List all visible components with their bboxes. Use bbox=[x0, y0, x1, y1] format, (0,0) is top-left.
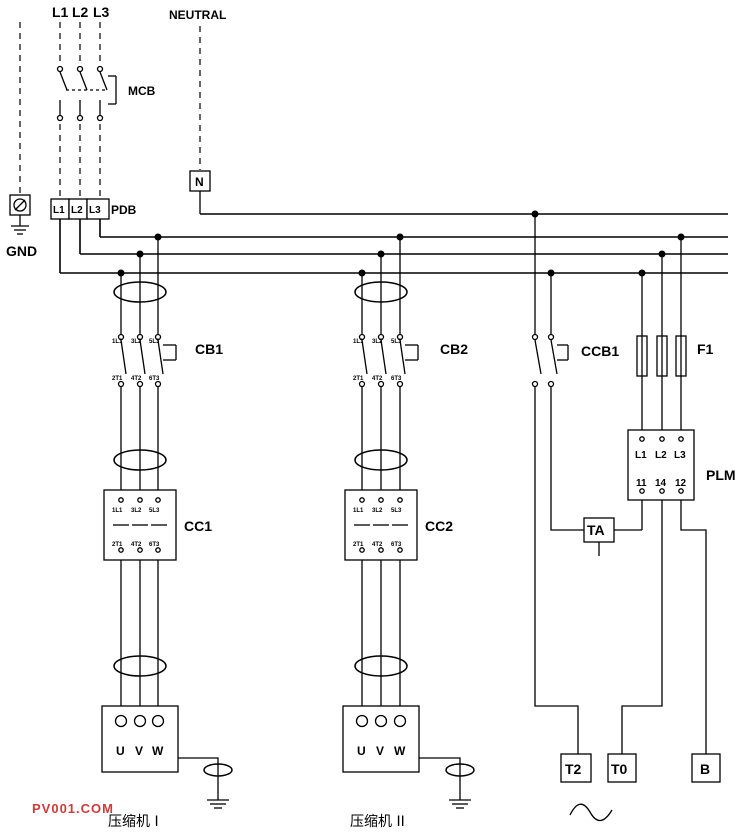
compressor-1-label: 压缩机 I bbox=[108, 814, 159, 830]
cc2-top-3: 5L3 bbox=[391, 508, 402, 514]
cb1-bot-1: 2T1 bbox=[112, 376, 123, 382]
cb1-bot-2: 4T2 bbox=[131, 376, 142, 382]
cb1-top-1: 1L1 bbox=[112, 339, 123, 345]
cb2-bot-3: 6T3 bbox=[391, 376, 402, 382]
pdb-l3-label: L3 bbox=[89, 205, 101, 216]
cc2-bot-2: 4T2 bbox=[372, 542, 383, 548]
motor1-u: U bbox=[116, 744, 125, 758]
cc1-top-1: 1L1 bbox=[112, 508, 123, 514]
cb1-top-2: 3L2 bbox=[131, 339, 142, 345]
cb1-bot-3: 6T3 bbox=[149, 376, 160, 382]
watermark: PV001.COM bbox=[32, 801, 114, 816]
supply-l2-label: L2 bbox=[72, 4, 89, 20]
cc1-bot-2: 4T2 bbox=[131, 542, 142, 548]
cb2-bot-1: 2T1 bbox=[353, 376, 364, 382]
motor1-w: W bbox=[152, 744, 164, 758]
terminal-t0: T0 bbox=[611, 761, 628, 777]
mcb-label: MCB bbox=[128, 84, 156, 98]
cb1-label: CB1 bbox=[195, 341, 223, 357]
motor1-v: V bbox=[135, 744, 143, 758]
cb1-top-3: 5L3 bbox=[149, 339, 160, 345]
ground-label: GND bbox=[6, 243, 37, 259]
pdb-label: PDB bbox=[111, 203, 137, 217]
neutral-label: NEUTRAL bbox=[169, 8, 226, 22]
cb2-label: CB2 bbox=[440, 341, 468, 357]
ccb1-label: CCB1 bbox=[581, 343, 619, 359]
fuse-f1-label: F1 bbox=[697, 341, 714, 357]
ground-symbol bbox=[9, 194, 31, 235]
supply-l3-label: L3 bbox=[93, 4, 110, 20]
terminal-t2: T2 bbox=[565, 761, 582, 777]
cc1-label: CC1 bbox=[184, 518, 212, 534]
cc2-bot-1: 2T1 bbox=[353, 542, 364, 548]
plm-12: 12 bbox=[675, 478, 687, 489]
pdb-l2-label: L2 bbox=[71, 205, 83, 216]
cc2-label: CC2 bbox=[425, 518, 453, 534]
motor2-u: U bbox=[357, 744, 366, 758]
plm-l3: L3 bbox=[674, 450, 686, 461]
cc1-bot-1: 2T1 bbox=[112, 542, 123, 548]
cb2-top-3: 5L3 bbox=[391, 339, 402, 345]
terminal-b: B bbox=[700, 761, 710, 777]
control-circuit bbox=[531, 214, 721, 822]
motor2-w: W bbox=[394, 744, 406, 758]
cc1-top-3: 5L3 bbox=[149, 508, 160, 514]
mcb-breaker bbox=[56, 65, 117, 122]
supply-l1-label: L1 bbox=[52, 4, 69, 20]
motor2-v: V bbox=[376, 744, 384, 758]
cc2-top-1: 1L1 bbox=[353, 508, 364, 514]
neutral-terminal-label: N bbox=[195, 175, 204, 189]
plm-label: PLM bbox=[706, 467, 736, 483]
cc1-top-2: 3L2 bbox=[131, 508, 142, 514]
plm-11: 11 bbox=[636, 478, 647, 489]
cc2-bot-3: 6T3 bbox=[391, 542, 402, 548]
bus-bars bbox=[59, 210, 728, 277]
incoming-lines bbox=[19, 22, 201, 198]
cb2-top-2: 3L2 bbox=[372, 339, 383, 345]
plm-l1: L1 bbox=[635, 450, 647, 461]
plm-14: 14 bbox=[655, 478, 667, 489]
branch-2 bbox=[342, 237, 475, 809]
compressor-2-label: 压缩机 II bbox=[350, 814, 405, 830]
pdb-l1-label: L1 bbox=[53, 205, 65, 216]
cc2-top-2: 3L2 bbox=[372, 508, 383, 514]
ta-label: TA bbox=[587, 522, 605, 538]
plm-l2: L2 bbox=[655, 450, 667, 461]
branch-1 bbox=[101, 237, 233, 809]
pdb-block bbox=[50, 198, 110, 220]
cc1-bot-3: 6T3 bbox=[149, 542, 160, 548]
cb2-bot-2: 4T2 bbox=[372, 376, 383, 382]
cb2-top-1: 1L1 bbox=[353, 339, 364, 345]
